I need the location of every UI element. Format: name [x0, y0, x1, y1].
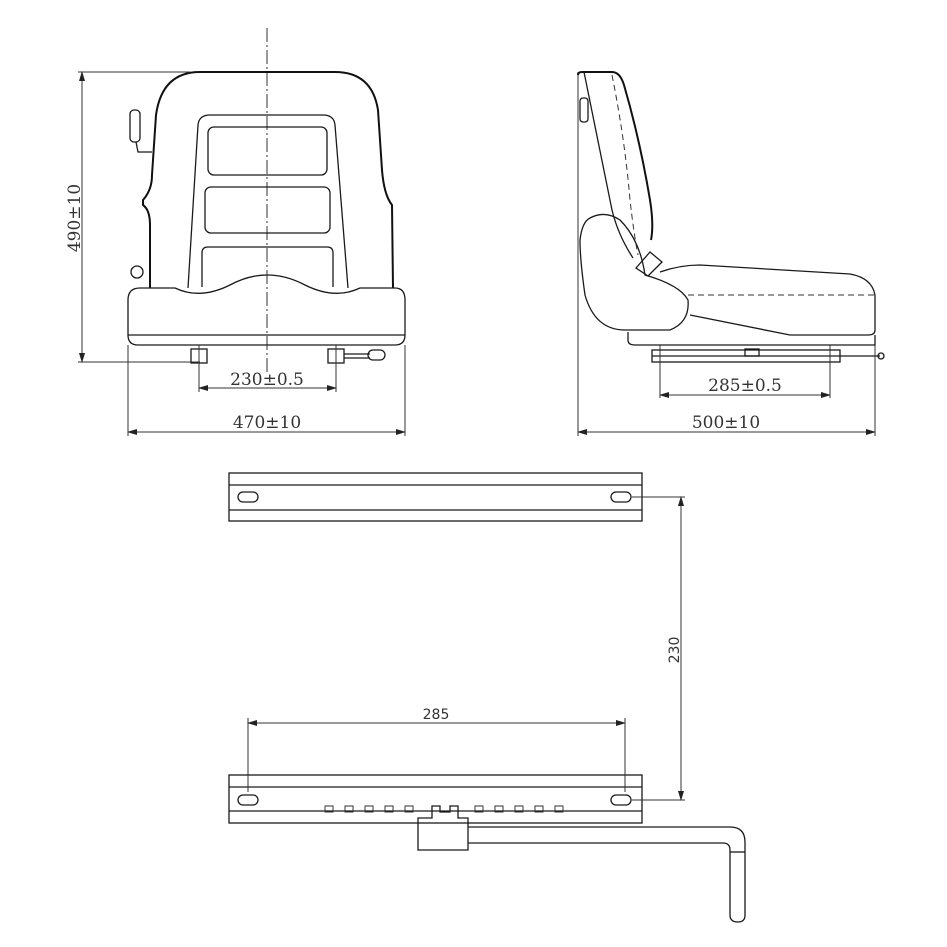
bottom-rail	[228, 774, 643, 824]
depth-dimension: 500±10	[692, 413, 760, 433]
height-dimension: 490±10	[65, 184, 85, 252]
seat-cushion-side	[659, 264, 876, 336]
front-view: 490±10 230±0.5 470±10	[65, 28, 406, 436]
release-handle	[468, 826, 746, 923]
slot-hole	[610, 794, 632, 806]
seat-cushion	[127, 274, 406, 346]
slide-handle-end	[877, 352, 885, 360]
armrest-side	[579, 213, 689, 331]
backrest-outline	[142, 71, 394, 289]
lock-notches	[324, 805, 564, 813]
recline-knob-icon	[635, 251, 663, 277]
top-rail	[228, 472, 643, 522]
lock-block	[417, 805, 469, 851]
backrest-window-2	[204, 186, 331, 234]
backrest-window-1	[207, 126, 328, 176]
slide-handle-icon	[367, 349, 386, 361]
rail-spacing-dimension: 230	[667, 637, 683, 664]
slide-latch	[744, 348, 760, 357]
width-dimension: 470±10	[233, 413, 301, 433]
rail-view: 230 285	[228, 472, 746, 923]
backrest-frame	[187, 114, 349, 289]
lever-handle-icon	[129, 109, 141, 143]
slot-hole	[610, 491, 632, 503]
knob-icon	[130, 265, 144, 279]
backrest-window-3	[201, 246, 334, 287]
hole-spacing-dimension: 285	[423, 707, 450, 723]
slot-hole	[237, 794, 259, 806]
side-view: 285±0.5 500±10	[577, 71, 885, 436]
lever-handle-icon	[579, 97, 589, 123]
side-mount-spacing-dimension: 285±0.5	[708, 376, 782, 396]
mount-spacing-dimension: 230±0.5	[230, 370, 304, 390]
backrest-side	[577, 71, 654, 241]
slot-hole	[237, 491, 259, 503]
